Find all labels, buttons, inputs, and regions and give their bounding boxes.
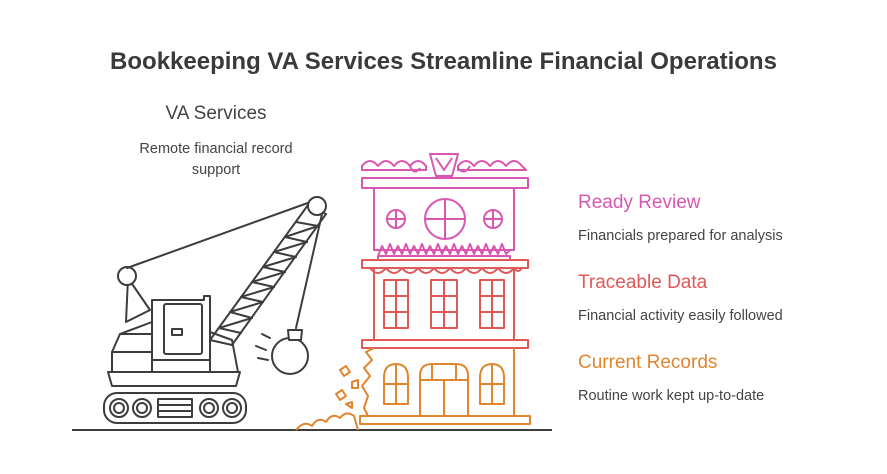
track-wheel	[132, 398, 152, 418]
crane-icon	[103, 196, 327, 424]
boom-tip-pulley	[307, 196, 327, 216]
building-bottom-section	[295, 347, 531, 431]
wrecking-ball-icon	[271, 337, 309, 375]
track-wheel	[199, 398, 219, 418]
ready-review-title: Ready Review	[578, 192, 701, 213]
traceable-data-description: Financial activity easily followed	[578, 308, 783, 324]
page-title: Bookkeeping VA Services Streamline Finan…	[110, 48, 777, 75]
crane-pivot	[117, 266, 137, 286]
building-middle-section	[361, 259, 529, 349]
current-records-description: Routine work kept up-to-date	[578, 388, 765, 404]
track-wheel	[109, 398, 129, 418]
building-top-section	[361, 153, 529, 262]
traceable-data-title: Traceable Data	[578, 272, 708, 293]
current-records-title: Current Records	[578, 352, 718, 373]
va-services-description: Remote financial record support	[139, 141, 293, 178]
va-services-title: VA Services	[165, 103, 267, 124]
track-wheel	[222, 398, 242, 418]
ready-review-description: Financials prepared for analysis	[578, 228, 783, 244]
crane-track	[103, 392, 247, 424]
